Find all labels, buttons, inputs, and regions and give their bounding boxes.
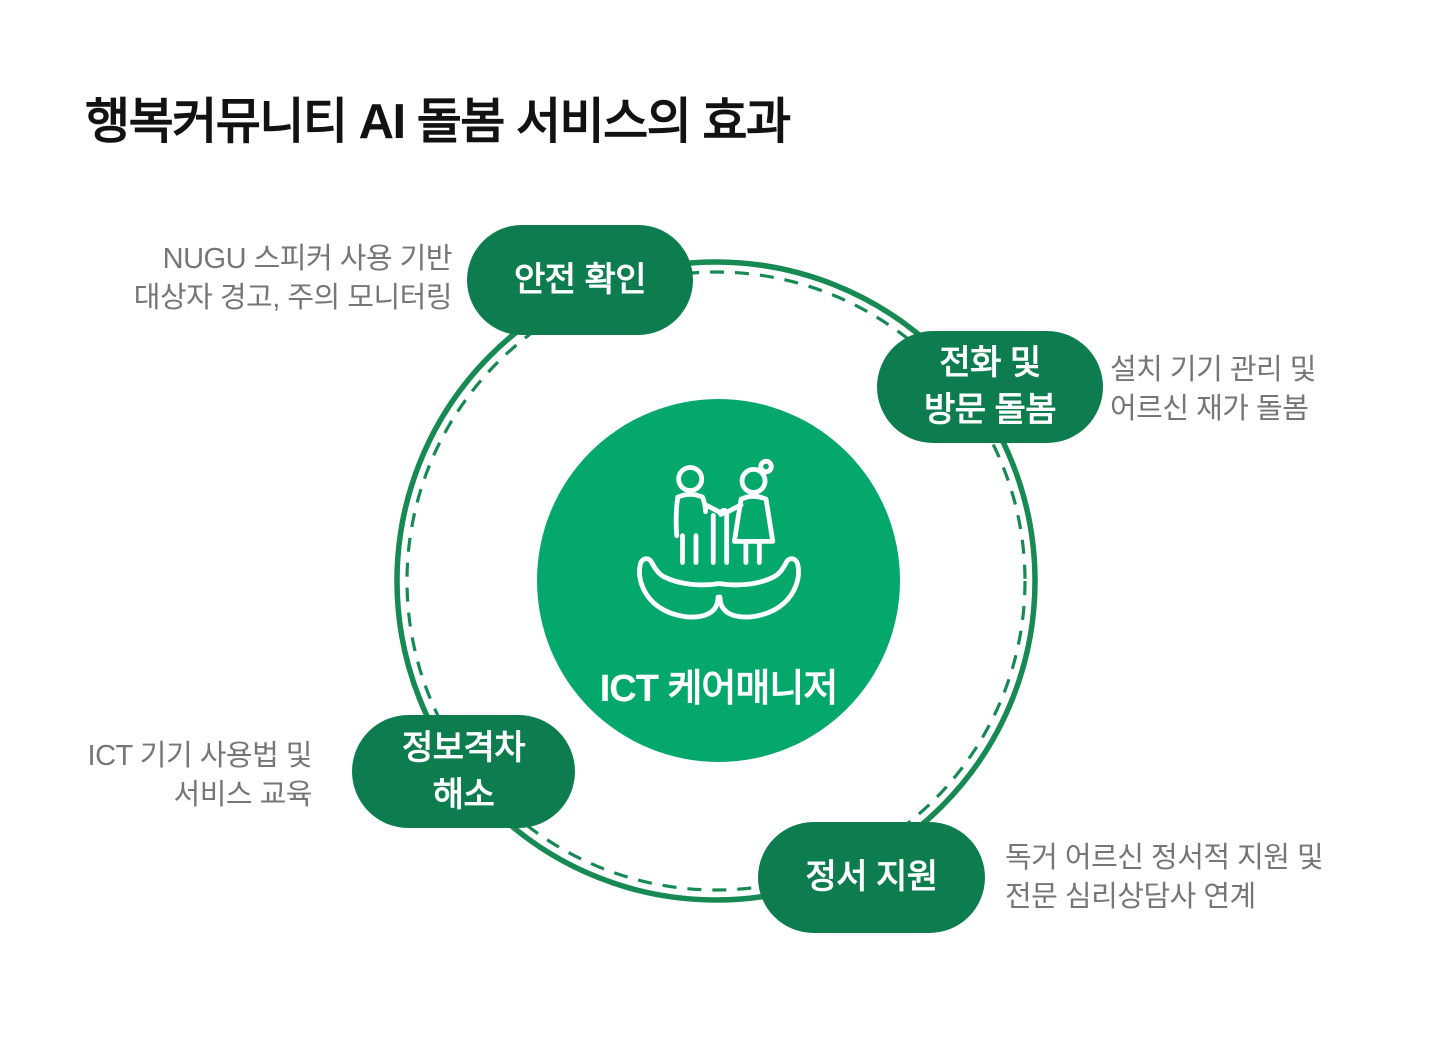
desc-safety-check: NUGU 스피커 사용 기반 대상자 경고, 주의 모니터링 [60,240,453,318]
badge-digital-divide: 정보격차 해소 [352,715,575,828]
badge-label-line1: 전화 및 [939,344,1041,382]
desc-line1: 설치 기기 관리 및 [1110,354,1316,386]
badge-label: 안전 확인 [513,260,647,299]
badge-label-line2: 해소 [432,775,495,814]
badge-label: 정서 지원 [805,858,938,896]
page-title: 행복커뮤니티 AI 돌봄 서비스의 효과 [85,95,791,149]
center-node: ICT 케어매니저 [537,399,900,762]
desc-line1: NUGU 스피커 사용 기반 [162,243,453,275]
center-label: ICT 케어매니저 [599,668,839,710]
desc-digital-divide: ICT 기기 사용법 및 서비스 교육 [0,737,313,815]
desc-emotional-support: 독거 어르신 정서적 지원 및 전문 심리상담사 연계 [1005,839,1324,917]
desc-line2: 전문 심리상담사 연계 [1005,881,1256,913]
right-hand [720,559,799,617]
dashed-ring-circle [405,270,1027,892]
badge-call-visit-care: 전화 및 방문 돌봄 [877,331,1103,443]
badge-safety-check: 안전 확인 [467,225,693,335]
grandma-head [739,467,768,495]
grandma-cane [718,507,730,565]
desc-line2: 대상자 경고, 주의 모니터링 [133,282,453,314]
badge-label-line1: 정보격차 [401,728,526,767]
grandpa-head [676,465,705,493]
desc-line1: 독거 어르신 정서적 지원 및 [1005,842,1324,874]
desc-call-visit-care: 설치 기기 관리 및 어르신 재가 돌봄 [1110,351,1316,429]
grandpa-body [673,491,725,565]
solid-ring-circle [394,259,1038,903]
badge-label-line2: 방문 돌봄 [923,391,1057,429]
left-hand [639,559,718,617]
desc-line1: ICT 기기 사용법 및 [87,740,313,772]
desc-line2: 서비스 교육 [173,779,313,811]
grandma-hair-bun [758,458,774,475]
hands-holding-elderly-couple-icon [623,458,815,651]
grandma-body [722,493,776,565]
badge-emotional-support: 정서 지원 [758,822,985,933]
desc-line2: 어르신 재가 돌봄 [1110,393,1309,425]
